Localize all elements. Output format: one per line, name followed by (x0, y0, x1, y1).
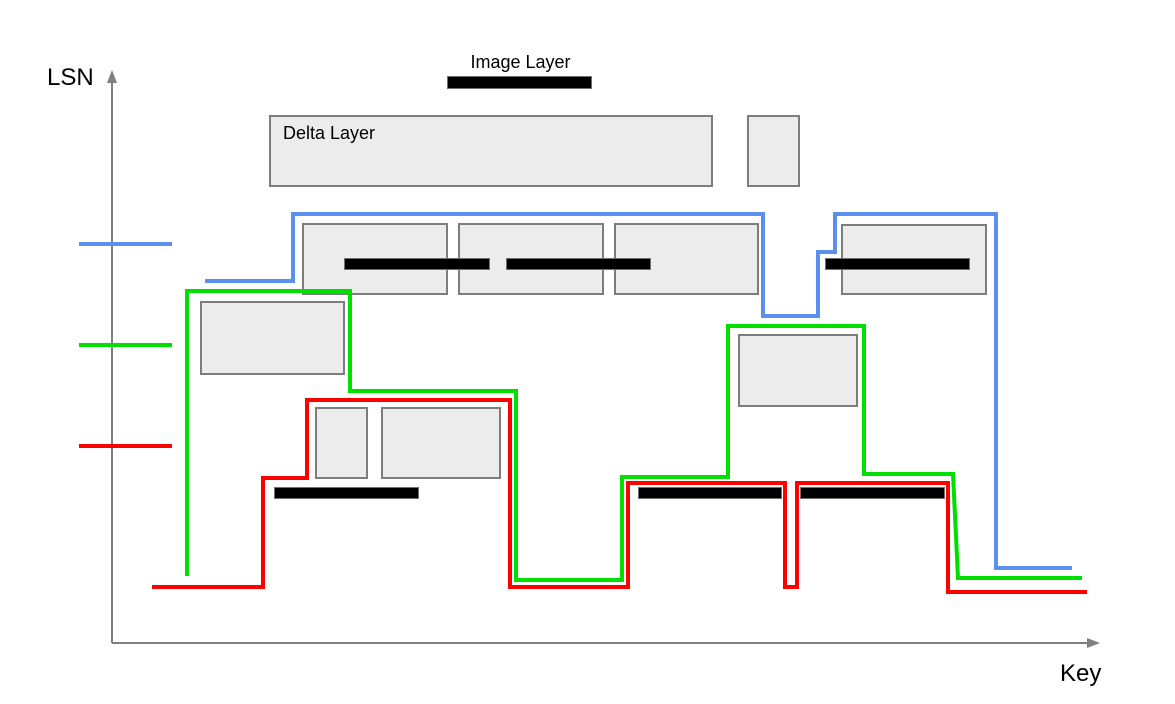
image-bar-bottom-left (274, 487, 419, 499)
green-branch-line (185, 289, 1082, 582)
delta-layer-small-box-b (381, 407, 501, 479)
blue-branch-line (205, 212, 1072, 570)
delta-layer-label: Delta Layer (283, 123, 376, 143)
image-layer-label: Image Layer (470, 52, 571, 72)
y-axis-arrow-icon (107, 70, 117, 83)
x-axis-arrow-icon (1087, 638, 1100, 648)
delta-layer-small-box-a (315, 407, 368, 479)
image-bar-bottom-mid (638, 487, 782, 499)
delta-layer-small-top-box (747, 115, 800, 187)
y-axis-label: LSN (47, 64, 94, 91)
x-axis-label: Key (1060, 660, 1102, 687)
image-bar-right (825, 258, 970, 270)
delta-layer-left-mid-box (200, 301, 345, 375)
delta-layer-peak-box (738, 334, 858, 407)
image-layer-legend-bar (447, 76, 592, 89)
image-bar-bottom-right (800, 487, 945, 499)
red-branch-line (152, 398, 1087, 594)
image-bar-row1-b (506, 258, 651, 270)
image-bar-row1-a (344, 258, 490, 270)
delta-layer-main-box (269, 115, 713, 187)
